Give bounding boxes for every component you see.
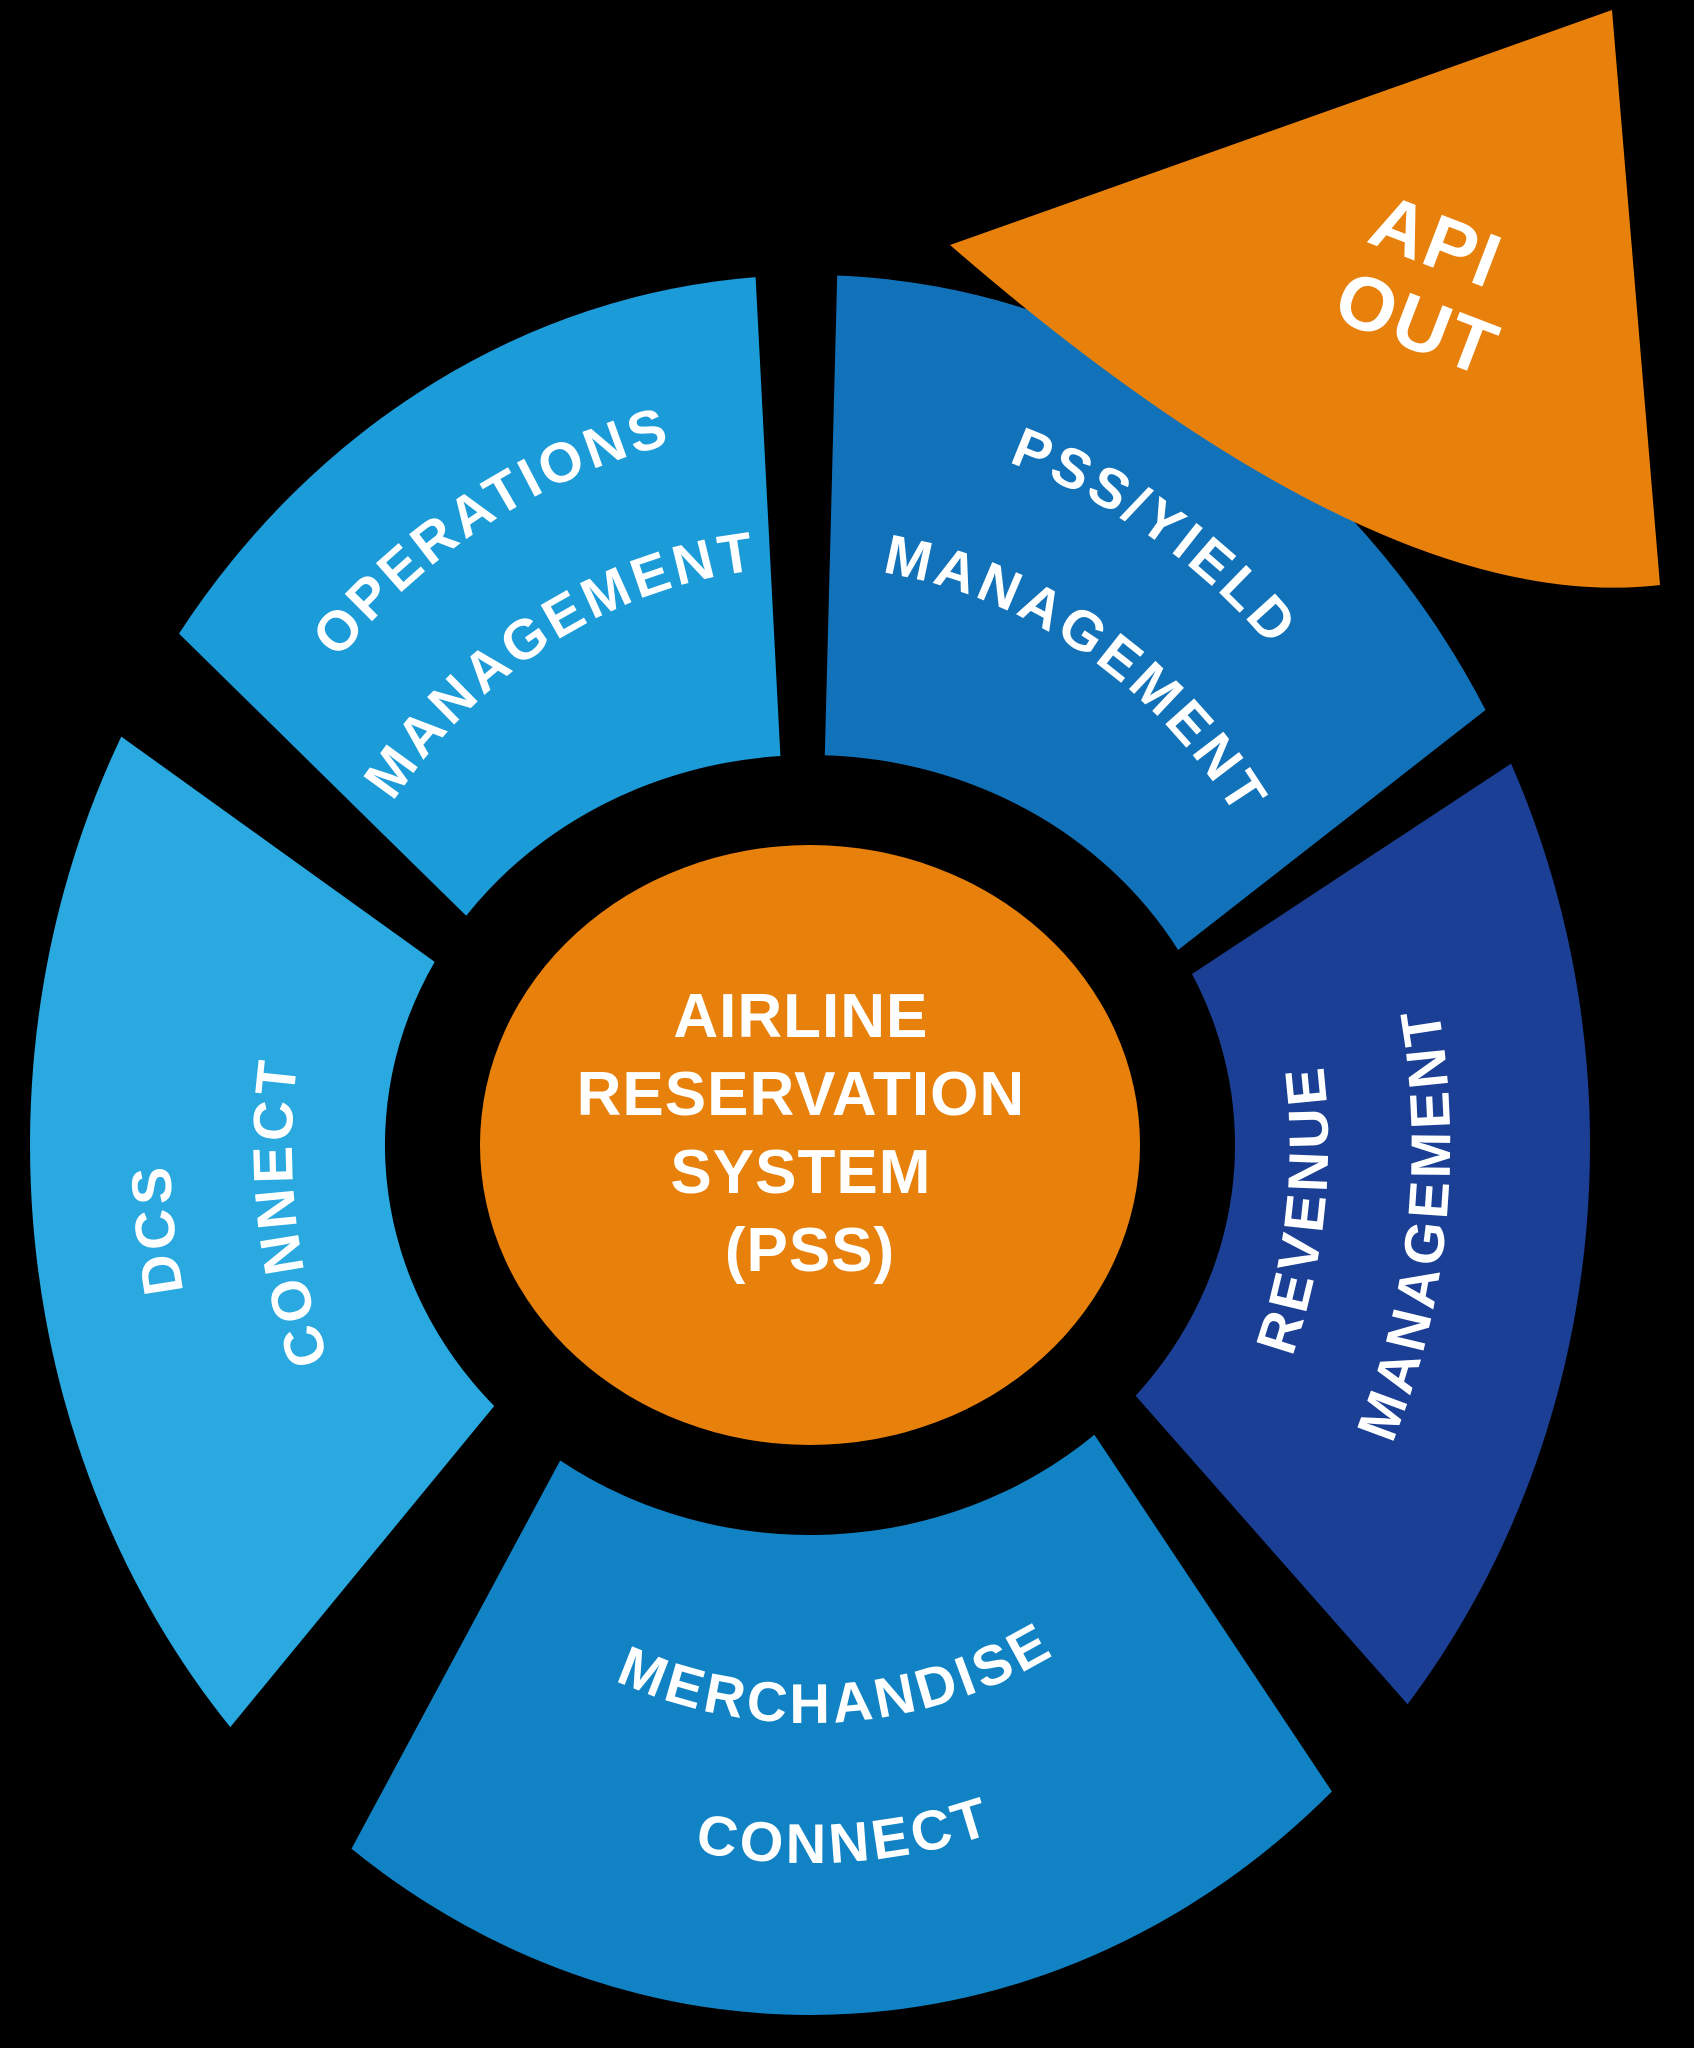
segment-merchandise-connect (351, 1434, 1332, 2015)
segment-dcs-connect (30, 736, 495, 1728)
center-label-line3: SYSTEM (670, 1138, 931, 1207)
center-label-line2: RESERVATION (577, 1060, 1026, 1129)
center-label-line4: (PSS) (725, 1216, 895, 1285)
segment-pss-yield-management (824, 275, 1486, 950)
center-circle-label: AIRLINE RESERVATION SYSTEM (PSS) (577, 982, 1044, 1285)
segment-operations-management (179, 277, 781, 916)
api-out-arrow (950, 10, 1660, 588)
segment-label-dcs-connect-line1: DCS (119, 1162, 195, 1300)
center-circle (480, 845, 1140, 1445)
segment-revenue-management (1135, 763, 1591, 1705)
segment-label-text-dcs-connect-line1: DCS (119, 1162, 191, 1300)
center-label-line1: AIRLINE (673, 982, 928, 1051)
